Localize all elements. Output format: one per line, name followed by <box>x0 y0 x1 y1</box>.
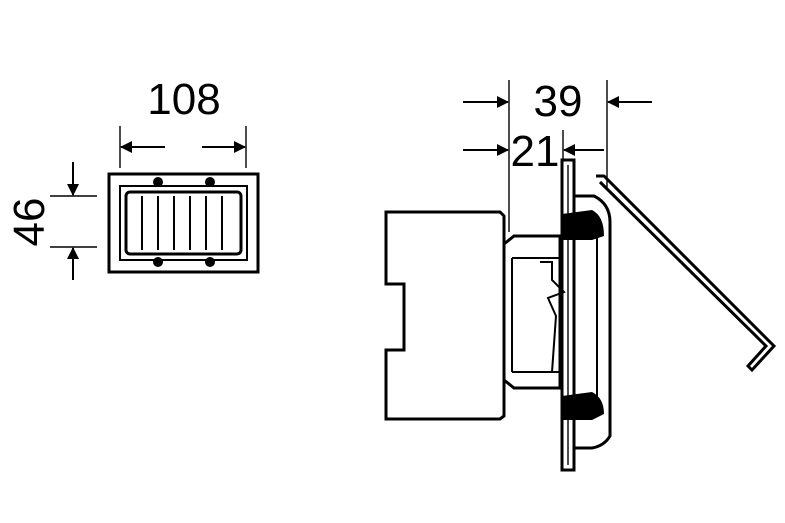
front-height-label: 46 <box>5 198 54 247</box>
side-partial-label: 21 <box>511 127 560 176</box>
side-total-label: 39 <box>534 77 583 126</box>
dimension-side-total: 39 <box>463 77 652 232</box>
side-wall-plate <box>560 158 576 472</box>
front-width-label: 108 <box>147 75 220 124</box>
front-inner-frame <box>119 185 248 261</box>
side-clip <box>540 261 566 373</box>
side-gasket-top <box>562 210 604 240</box>
dimension-front-width: 108 <box>119 75 247 168</box>
side-gasket-bottom <box>562 392 604 420</box>
side-trim-plate <box>574 194 612 450</box>
dimension-side-partial: 21 <box>463 127 604 176</box>
front-screws <box>153 177 215 267</box>
side-housing <box>384 210 506 421</box>
side-flap <box>596 174 777 373</box>
side-view: 39 21 <box>384 77 777 472</box>
dimension-front-height: 46 <box>5 162 97 280</box>
side-box <box>503 234 562 390</box>
front-grille-slats <box>141 196 223 250</box>
front-grille <box>124 190 243 256</box>
front-view: 108 46 <box>5 75 260 280</box>
front-outer-frame <box>107 172 260 274</box>
